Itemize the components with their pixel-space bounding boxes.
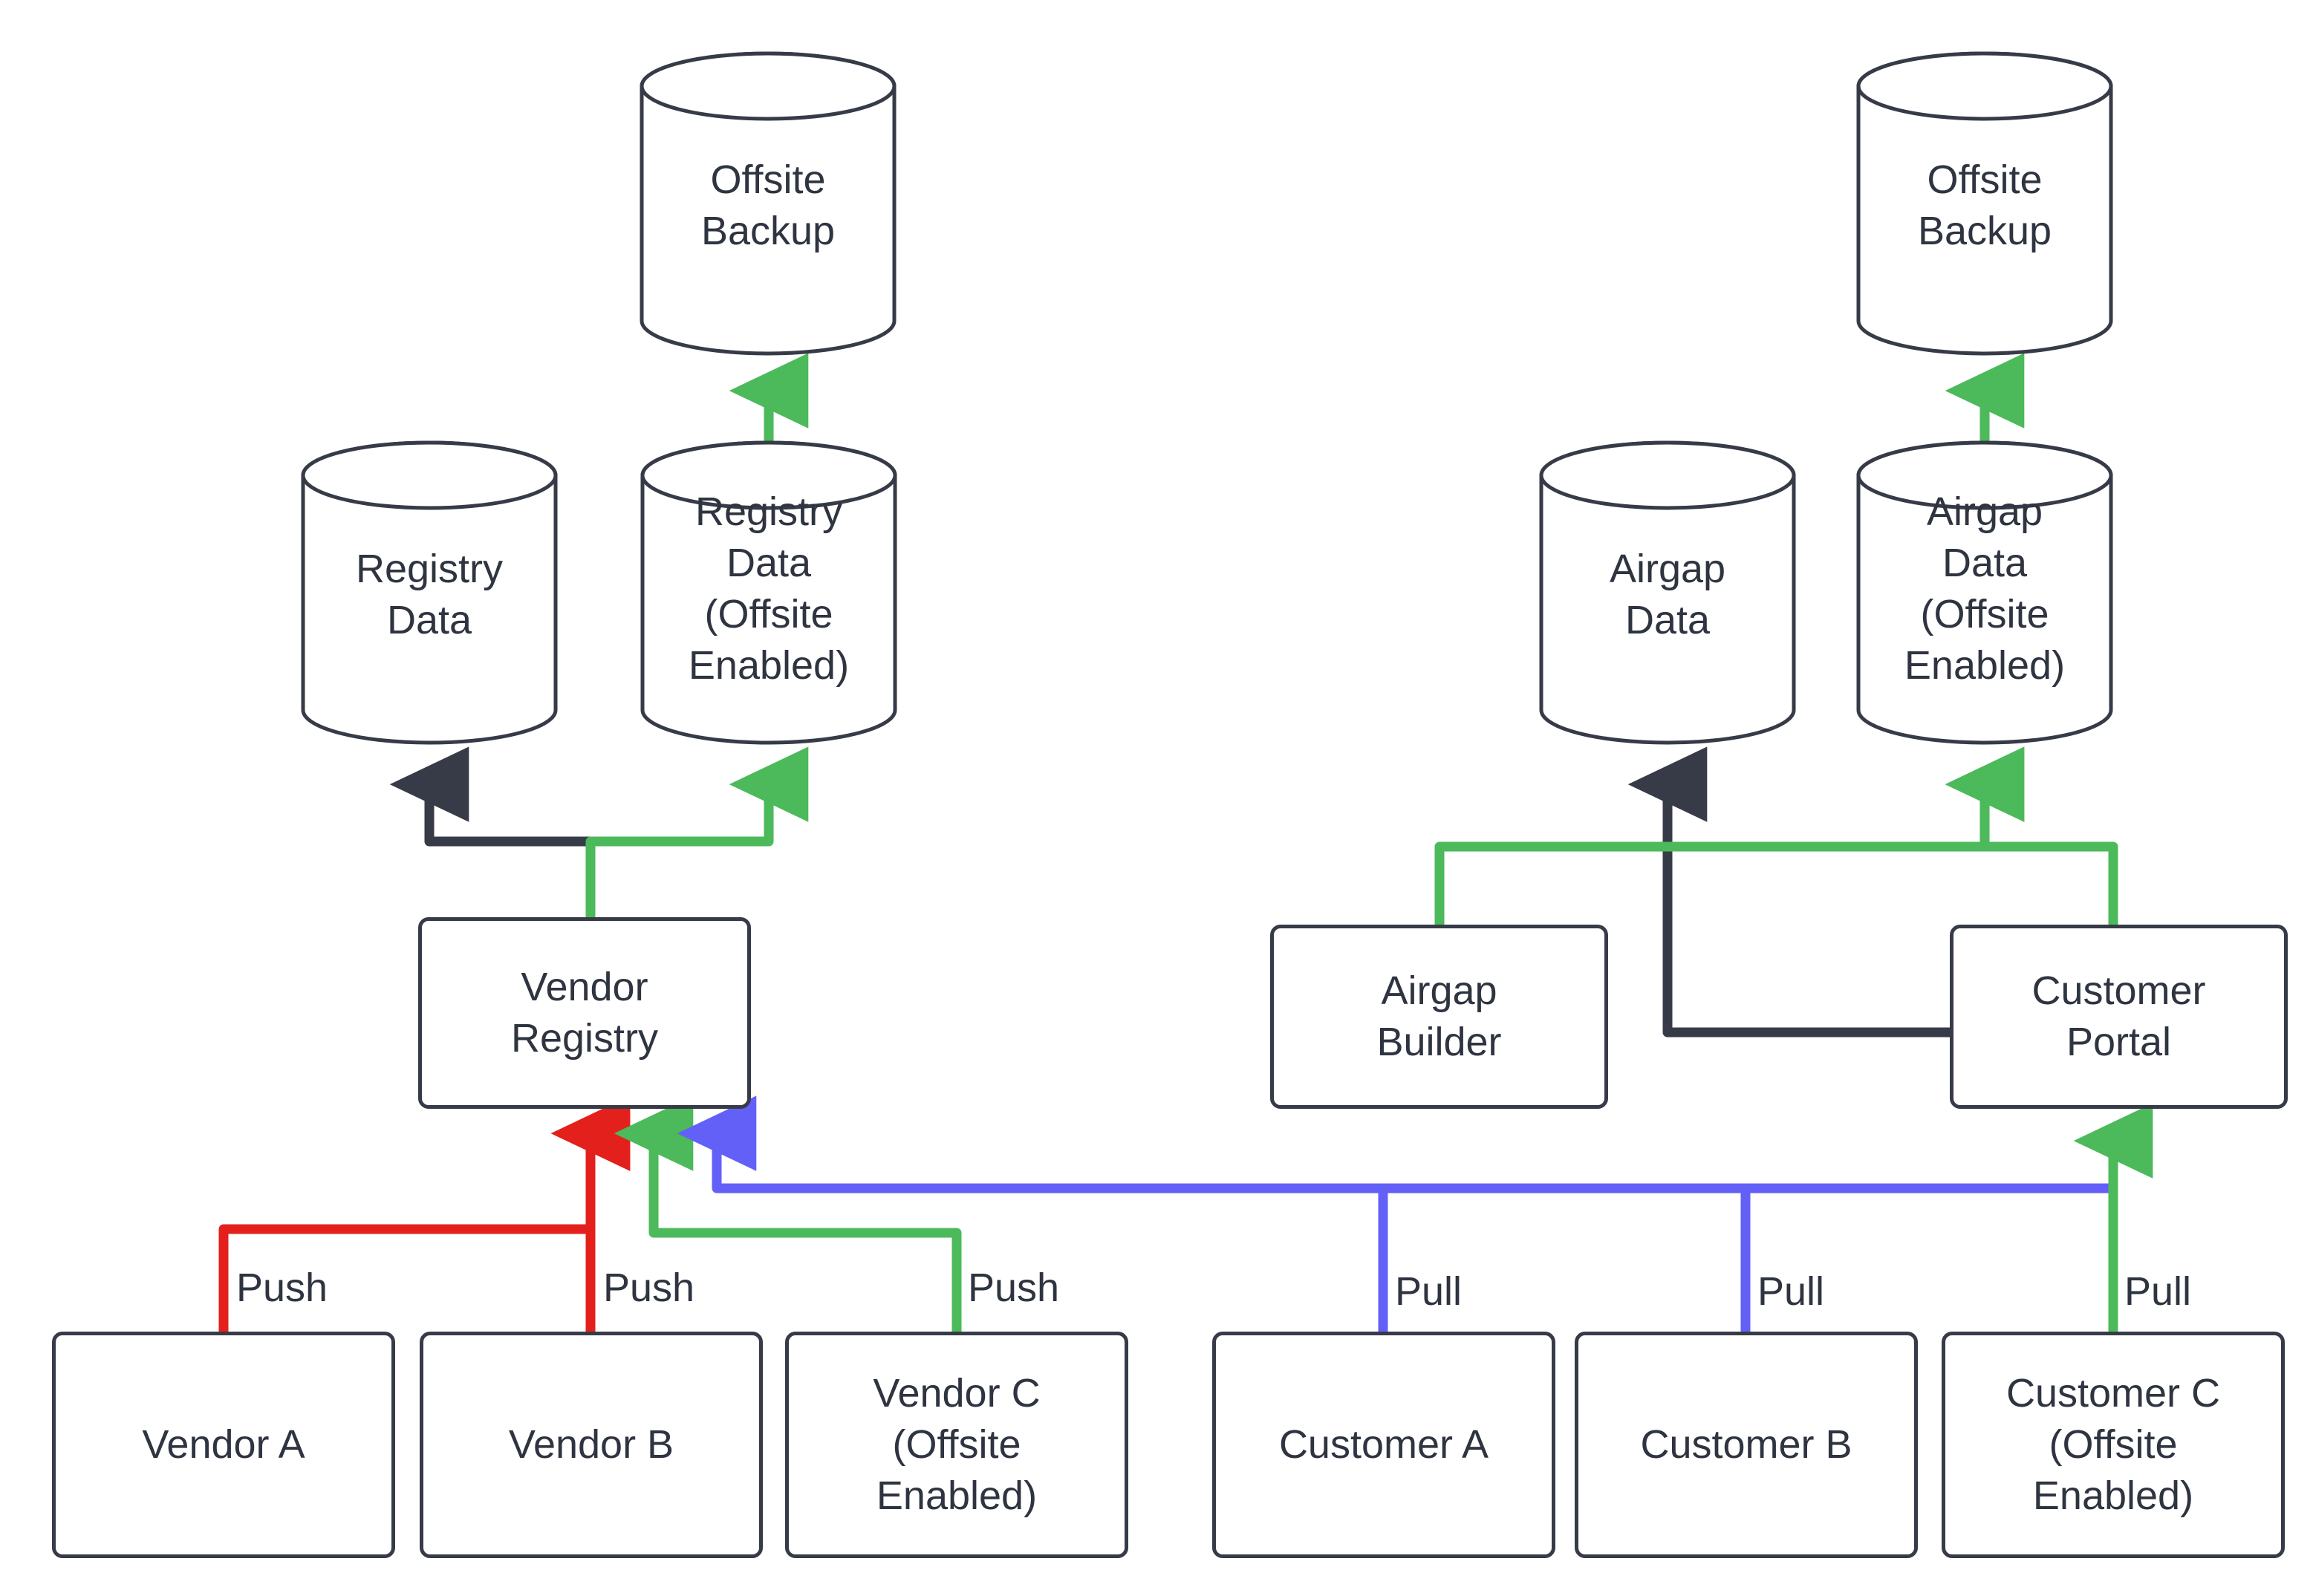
node-label: Offsite Backup — [1917, 157, 2052, 254]
node-vendor-c[interactable]: Vendor C (Offsite Enabled) — [785, 1332, 1128, 1558]
edge-label-pull-customer-c: Pull — [2124, 1269, 2192, 1314]
node-label: Registry Data — [355, 547, 504, 643]
node-label: Offsite Backup — [700, 157, 836, 254]
node-label: Vendor Registry — [510, 964, 659, 1061]
edge-airgap-builder-to-airgap-data-offsite — [1434, 746, 2025, 925]
node-registry-data[interactable]: Registry Data — [300, 440, 559, 746]
node-label: Customer A — [1278, 1421, 1489, 1467]
node-label: Vendor A — [142, 1421, 305, 1467]
node-customer-c[interactable]: Customer C (Offsite Enabled) — [1942, 1332, 2285, 1558]
node-label: Customer Portal — [2031, 968, 2206, 1064]
node-airgap-data-offsite[interactable]: Airgap Data (Offsite Enabled) — [1855, 440, 2114, 746]
cylinder-shape — [301, 440, 558, 745]
node-customer-a[interactable]: Customer A — [1212, 1332, 1555, 1558]
node-customer-b[interactable]: Customer B — [1575, 1332, 1918, 1558]
node-label: Airgap Data — [1609, 547, 1726, 643]
edge-vendor-registry-to-registry-data-offsite — [585, 746, 809, 917]
node-label: Vendor C (Offsite Enabled) — [873, 1370, 1041, 1519]
node-label: Registry Data (Offsite Enabled) — [688, 489, 850, 688]
node-airgap-builder[interactable]: Airgap Builder — [1270, 925, 1608, 1109]
edge-label-push-vendor-a: Push — [236, 1266, 328, 1310]
edge-customer-portal-to-airgap-data — [1627, 746, 1950, 1038]
edge-label-push-vendor-b: Push — [603, 1266, 695, 1310]
edge-vendor-c-to-vendor-registry — [614, 1095, 962, 1332]
edge-label-push-vendor-c: Push — [968, 1266, 1060, 1310]
node-vendor-b[interactable]: Vendor B — [420, 1332, 763, 1558]
edge-label-pull-customer-a: Pull — [1395, 1269, 1463, 1314]
cylinder-shape — [640, 440, 897, 745]
node-label: Airgap Builder — [1376, 968, 1502, 1064]
cylinder-shape — [1856, 51, 2113, 356]
node-vendor-registry[interactable]: Vendor Registry — [418, 917, 751, 1109]
node-label: Vendor B — [508, 1421, 674, 1467]
node-registry-data-offsite[interactable]: Registry Data (Offsite Enabled) — [640, 440, 898, 746]
node-label: Airgap Data (Offsite Enabled) — [1904, 489, 2066, 688]
node-label: Customer B — [1640, 1421, 1852, 1467]
cylinder-shape — [1856, 440, 2113, 745]
edge-label-pull-customer-b: Pull — [1757, 1269, 1825, 1314]
node-label: Customer C (Offsite Enabled) — [2005, 1370, 2221, 1519]
edge-customer-portal-to-airgap-data-offsite — [1945, 746, 2118, 925]
edge-customer-b-to-customer-portal — [1740, 1183, 2113, 1332]
cylinder-shape — [640, 51, 897, 356]
cylinder-shape — [1539, 440, 1796, 745]
edge-vendor-registry-to-registry-data — [389, 746, 596, 917]
node-customer-portal[interactable]: Customer Portal — [1950, 925, 2288, 1109]
node-offsite-backup-left[interactable]: Offsite Backup — [639, 51, 897, 356]
node-vendor-a[interactable]: Vendor A — [52, 1332, 395, 1558]
node-offsite-backup-right[interactable]: Offsite Backup — [1855, 51, 2114, 356]
node-airgap-data[interactable]: Airgap Data — [1538, 440, 1797, 746]
